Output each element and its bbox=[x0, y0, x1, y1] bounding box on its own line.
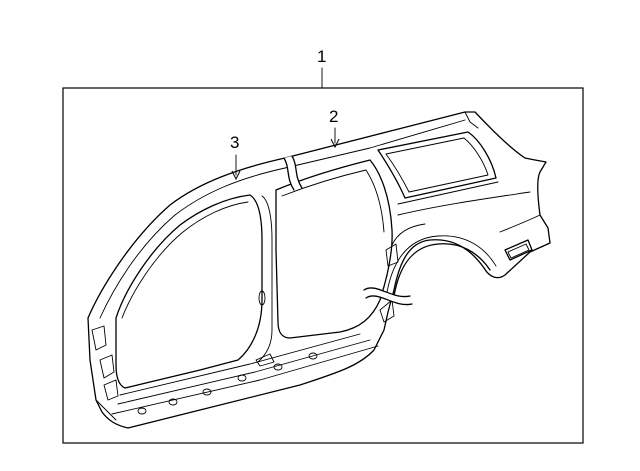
callout-1-label: 1 bbox=[317, 47, 326, 66]
callout-3-label: 3 bbox=[230, 133, 239, 152]
diagram-frame bbox=[62, 87, 584, 444]
callout-1[interactable]: 1 bbox=[317, 47, 326, 89]
callout-2-arrow-icon bbox=[330, 138, 340, 149]
callout-2[interactable]: 2 bbox=[329, 107, 340, 149]
callout-3-arrow-icon bbox=[231, 170, 241, 181]
body-side-panel-icon bbox=[87, 111, 551, 429]
callout-2-label: 2 bbox=[329, 107, 338, 126]
